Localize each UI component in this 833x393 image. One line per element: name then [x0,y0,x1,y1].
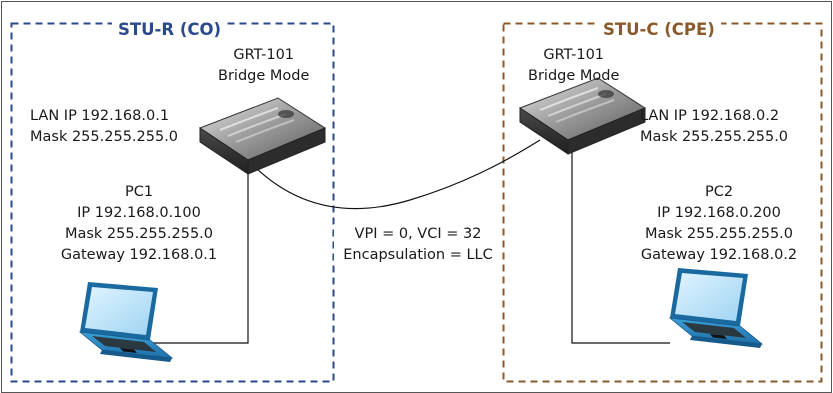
router-model: GRT-101 [233,47,295,63]
pc-gateway: Gateway 192.168.0.2 [640,247,798,263]
left-router-ip-info: LAN IP 192.168.0.1 Mask 255.255.255.0 [30,106,178,148]
pc-name: PC2 [704,184,734,200]
encapsulation: Encapsulation = LLC [343,247,493,263]
router-icon [519,77,646,155]
pc-mask: Mask 255.255.255.0 [644,226,794,242]
pc-gateway: Gateway 192.168.0.1 [60,247,218,263]
lan-ip: LAN IP 192.168.0.1 [30,108,170,124]
pc-name: PC1 [124,184,154,200]
router-icon [199,97,326,175]
right-lan-cable [571,140,670,344]
co-zone-title: STU-R (CO) [112,20,228,39]
right-router-label: GRT-101 Bridge Mode [528,45,619,87]
right-router-ip-info: LAN IP 192.168.0.2 Mask 255.255.255.0 [640,106,788,148]
pc1-info: PC1 IP 192.168.0.100 Mask 255.255.255.0 … [44,182,234,266]
dsl-link-cable [247,139,541,210]
subnet-mask: Mask 255.255.255.0 [640,129,789,145]
left-router-label: GRT-101 Bridge Mode [218,45,309,87]
router-model: GRT-101 [543,47,605,63]
pc-ip: IP 192.168.0.200 [657,205,781,221]
cpe-zone-title: STU-C (CPE) [597,20,721,39]
router-mode: Bridge Mode [218,68,310,84]
router-mode: Bridge Mode [528,68,620,84]
pc-mask: Mask 255.255.255.0 [64,226,214,242]
pc2-info: PC2 IP 192.168.0.200 Mask 255.255.255.0 … [624,182,814,266]
pc-ip: IP 192.168.0.100 [77,205,201,221]
vpi-vci: VPI = 0, VCI = 32 [354,226,482,242]
link-info: VPI = 0, VCI = 32 Encapsulation = LLC [334,224,502,266]
subnet-mask: Mask 255.255.255.0 [30,129,179,145]
lan-ip: LAN IP 192.168.0.2 [640,108,780,124]
laptop-icon [669,267,763,349]
left-lan-cable [150,160,249,344]
laptop-icon [79,281,173,363]
